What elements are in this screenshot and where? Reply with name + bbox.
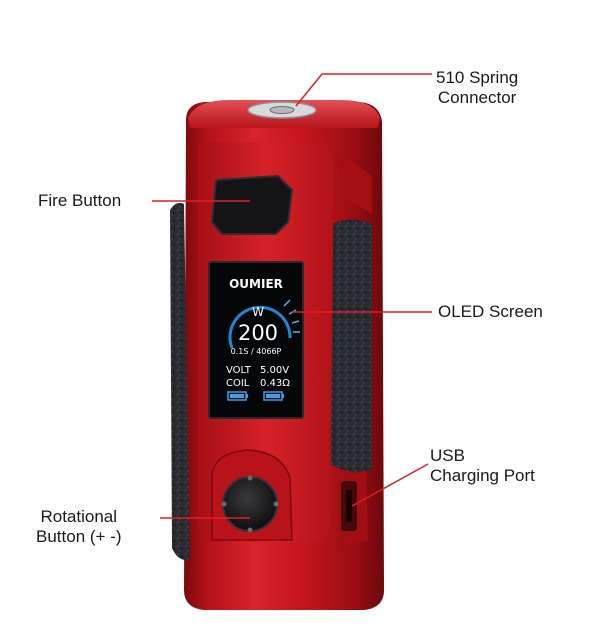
screen-brand-logo: OUMIER [229, 277, 283, 291]
label-fire-button: Fire Button [38, 191, 122, 210]
label-usb-port: USB Charging Port [430, 446, 535, 486]
battery-icon [263, 391, 284, 401]
label-spring-line1: 510 Spring [436, 68, 519, 87]
screen-info-line: 0.1S / 4066P [231, 347, 282, 356]
screen-volt-value: 5.00V [260, 365, 289, 376]
screen-volt-label: VOLT [226, 365, 252, 376]
rotational-button[interactable] [222, 476, 278, 532]
label-oled-screen: OLED Screen [438, 302, 543, 321]
label-spring-line2: Connector [437, 88, 517, 107]
fire-button[interactable] [210, 174, 294, 235]
right-leather-panel [328, 219, 372, 472]
leader-lines [152, 73, 432, 519]
screen-coil-value: 0.43Ω [260, 378, 290, 389]
leader-line-usb [351, 463, 429, 507]
label-usb-line1: USB [430, 446, 465, 465]
label-usb-line2: Charging Port [430, 466, 535, 485]
label-rot-line2: Button (+ -) [36, 527, 122, 546]
device-body: OUMIER W 200 0.1S / 4066P VOLT 5.00V COI… [170, 100, 384, 610]
oled-screen [208, 261, 304, 419]
label-rotational-button: Rotational Button (+ -) [36, 507, 122, 547]
label-rot-line1: Rotational [40, 507, 118, 526]
screen-coil-label: COIL [226, 378, 250, 389]
leader-line-spring [295, 73, 432, 107]
battery-icon [227, 391, 248, 401]
wattage-gauge-arc [228, 305, 292, 349]
screen-wattage: 200 [238, 321, 278, 345]
screen-unit: W [252, 305, 264, 319]
left-leather-panel [170, 202, 190, 561]
label-spring-connector: 510 Spring Connector [436, 68, 518, 108]
